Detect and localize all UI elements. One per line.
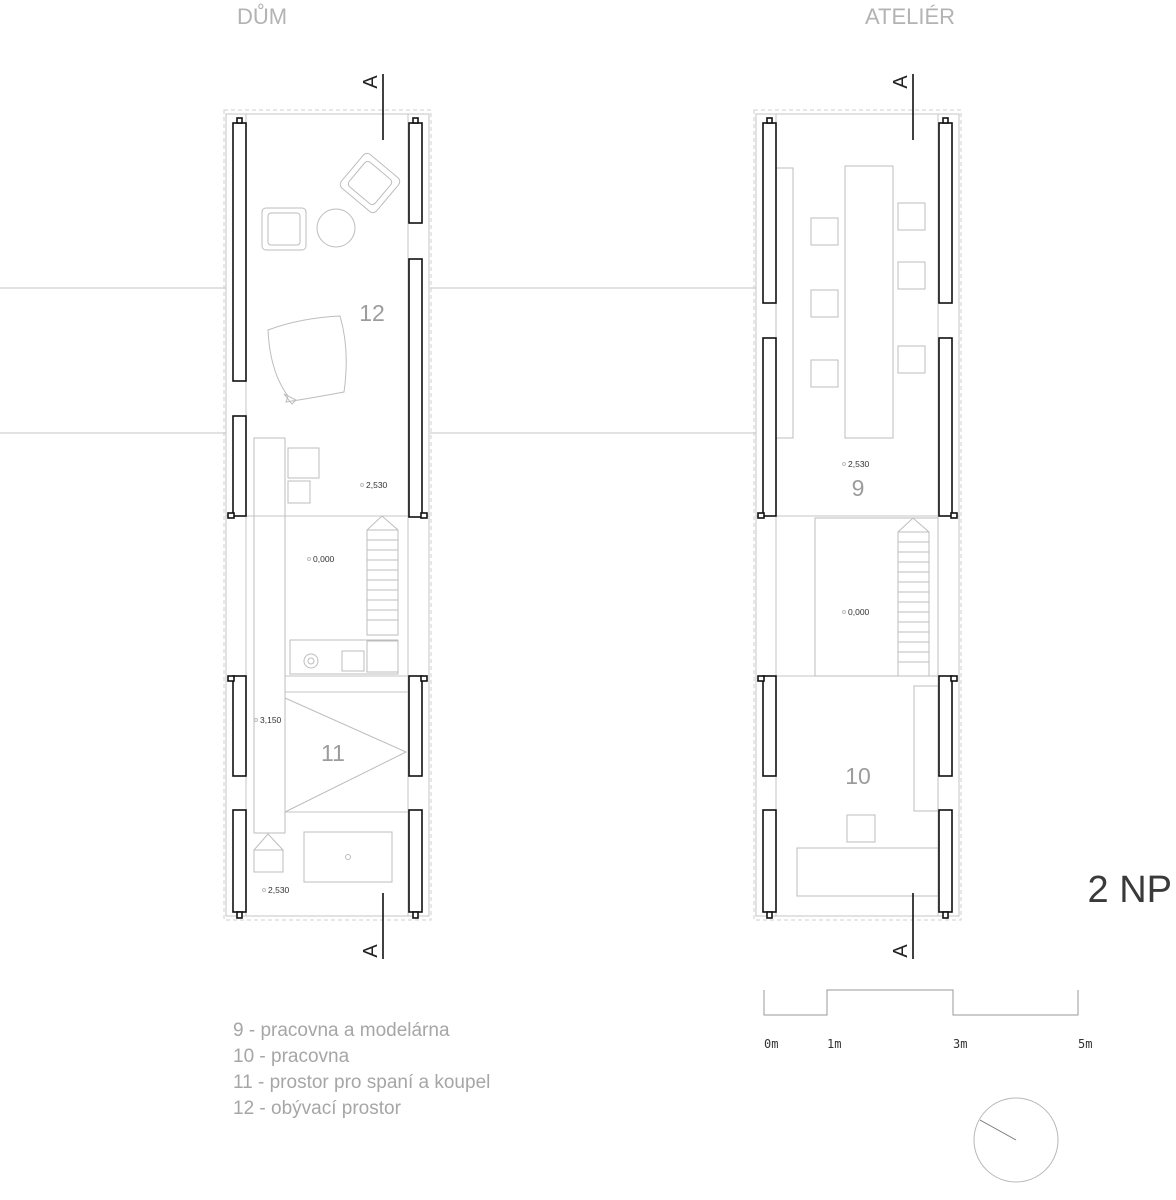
house-stair-treads [366,515,399,621]
room-9-number: 9 [852,475,865,501]
level-studio-ground: 0,000 [848,607,870,617]
scale-label-0: 0m [764,1037,778,1051]
legend-item-9: 9 - pracovna a modelárna [233,1020,450,1041]
site-lines [0,287,756,434]
house-plan: A A 12 11 2,530 0,000 3,150 2,530 [223,74,432,959]
legend-item-11: 11 - prostor pro spaní a koupel [233,1072,490,1093]
studio-section-marker-top: A [890,75,912,89]
studio-section-marker-bottom: A [890,944,912,958]
scale-label-1: 1m [827,1037,841,1051]
level-house-bottom: 2,530 [268,885,290,895]
room-legend: 9 - pracovna a modelárna 10 - pracovna 1… [233,1020,490,1119]
north-arrow-icon [973,1097,1059,1183]
level-house-bath: 3,150 [260,715,282,725]
level-house-ground: 0,000 [313,554,335,564]
house-section-marker-bottom: A [360,944,382,958]
floor-label: 2 NP [1088,869,1172,911]
scale-bar: 0m 1m 3m 5m [763,989,1092,1051]
legend-item-10: 10 - pracovna [233,1046,350,1067]
room-11-number: 11 [321,740,345,766]
house-section-marker-top: A [360,75,382,89]
house-title: DŮM [237,4,287,29]
level-house-upper: 2,530 [366,480,388,490]
room-10-number: 10 [845,763,871,789]
studio-title: ATELIÉR [865,4,955,29]
scale-label-3: 3m [953,1037,967,1051]
studio-stair-treads [897,517,930,663]
studio-plan: A A 9 10 2,530 0,000 [753,74,962,959]
room-12-number: 12 [359,300,385,326]
legend-item-12: 12 - obývací prostor [233,1098,402,1119]
scale-label-5: 5m [1078,1037,1092,1051]
level-studio-upper: 2,530 [848,459,870,469]
